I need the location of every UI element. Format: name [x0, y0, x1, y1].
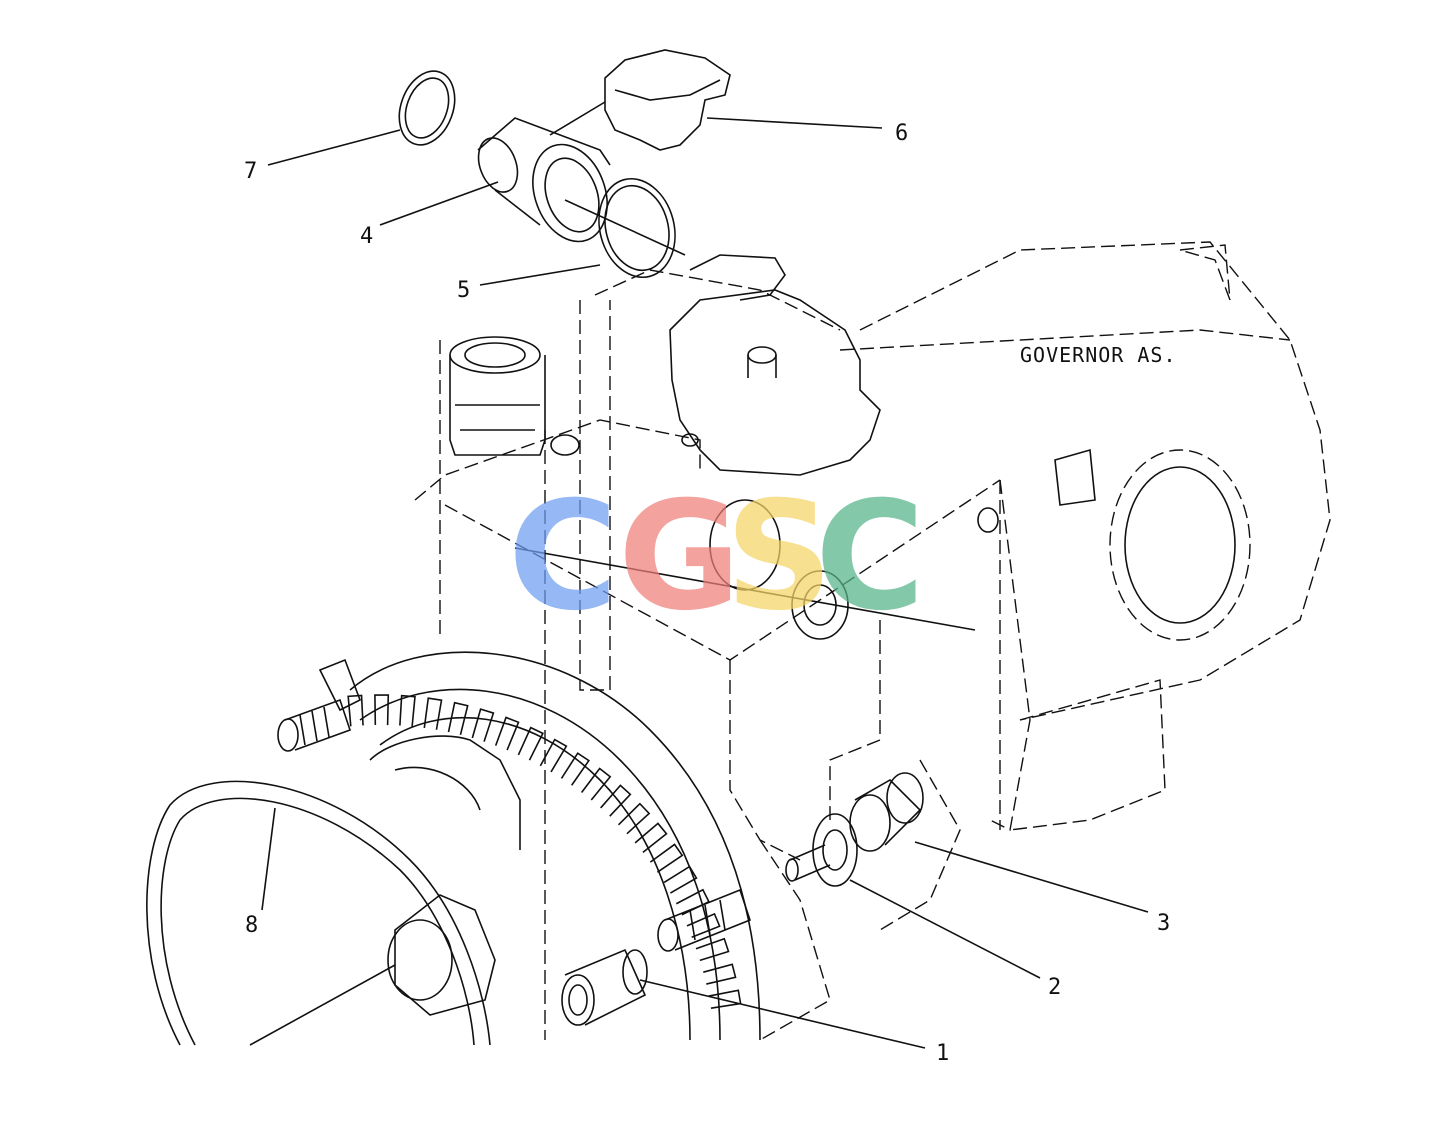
part-6-clamp — [549, 49, 731, 151]
part-7-o-ring — [398, 70, 456, 146]
callout-8: 8 — [245, 913, 258, 938]
callout-5: 5 — [457, 278, 470, 303]
fuel-fitting — [449, 336, 546, 456]
watermark-logo: C G S C — [508, 470, 925, 644]
watermark-letter-4: C — [815, 470, 925, 644]
watermark-letter-3: S — [725, 470, 833, 644]
callout-4: 4 — [360, 224, 373, 249]
front-hose-barb — [657, 888, 751, 952]
pump-body-outline — [414, 269, 1001, 1041]
gear-tooth — [471, 708, 495, 742]
watermark-letter-2: G — [618, 470, 741, 644]
gear-tooth — [649, 843, 684, 873]
governor-cover — [550, 254, 881, 476]
gear-tooth — [686, 912, 721, 938]
assembly-axis-lines — [249, 199, 976, 1046]
callout-2: 2 — [1048, 975, 1061, 1000]
gear-tooth — [447, 701, 469, 736]
gear-tooth — [663, 865, 698, 894]
part-2-washer — [785, 813, 858, 887]
gear-tooth — [600, 784, 632, 817]
gear-tooth — [539, 738, 568, 773]
part-4-adapter — [477, 117, 611, 243]
gear-tooth — [399, 694, 416, 727]
gear-tooth — [695, 937, 730, 962]
gear-tooth — [347, 694, 364, 727]
gear-tooth — [634, 822, 668, 854]
left-hose-barb — [277, 658, 362, 752]
callout-1: 1 — [936, 1041, 949, 1066]
gear-tooth — [423, 697, 443, 730]
gear-tooth — [580, 767, 612, 801]
callout-3: 3 — [1157, 911, 1170, 936]
callout-6: 6 — [895, 121, 908, 146]
gear-tooth — [517, 726, 544, 761]
part-1-sleeve — [561, 948, 648, 1026]
gear-tooth — [374, 694, 390, 726]
gear-tooth — [703, 963, 737, 985]
drive-gear — [347, 651, 761, 1041]
gear-tooth — [617, 802, 651, 835]
governor-label: GOVERNOR AS. — [1020, 343, 1177, 367]
gear-tooth — [560, 752, 590, 786]
watermark-letter-1: C — [508, 470, 618, 644]
leader-lines — [261, 117, 1149, 1049]
part-8-seal-ring — [146, 780, 496, 1046]
part-5-o-ring — [598, 177, 676, 279]
gear-tooth — [708, 989, 742, 1009]
part-3-plug — [849, 772, 924, 852]
callout-7: 7 — [244, 159, 257, 184]
gear-tooth — [494, 716, 520, 751]
